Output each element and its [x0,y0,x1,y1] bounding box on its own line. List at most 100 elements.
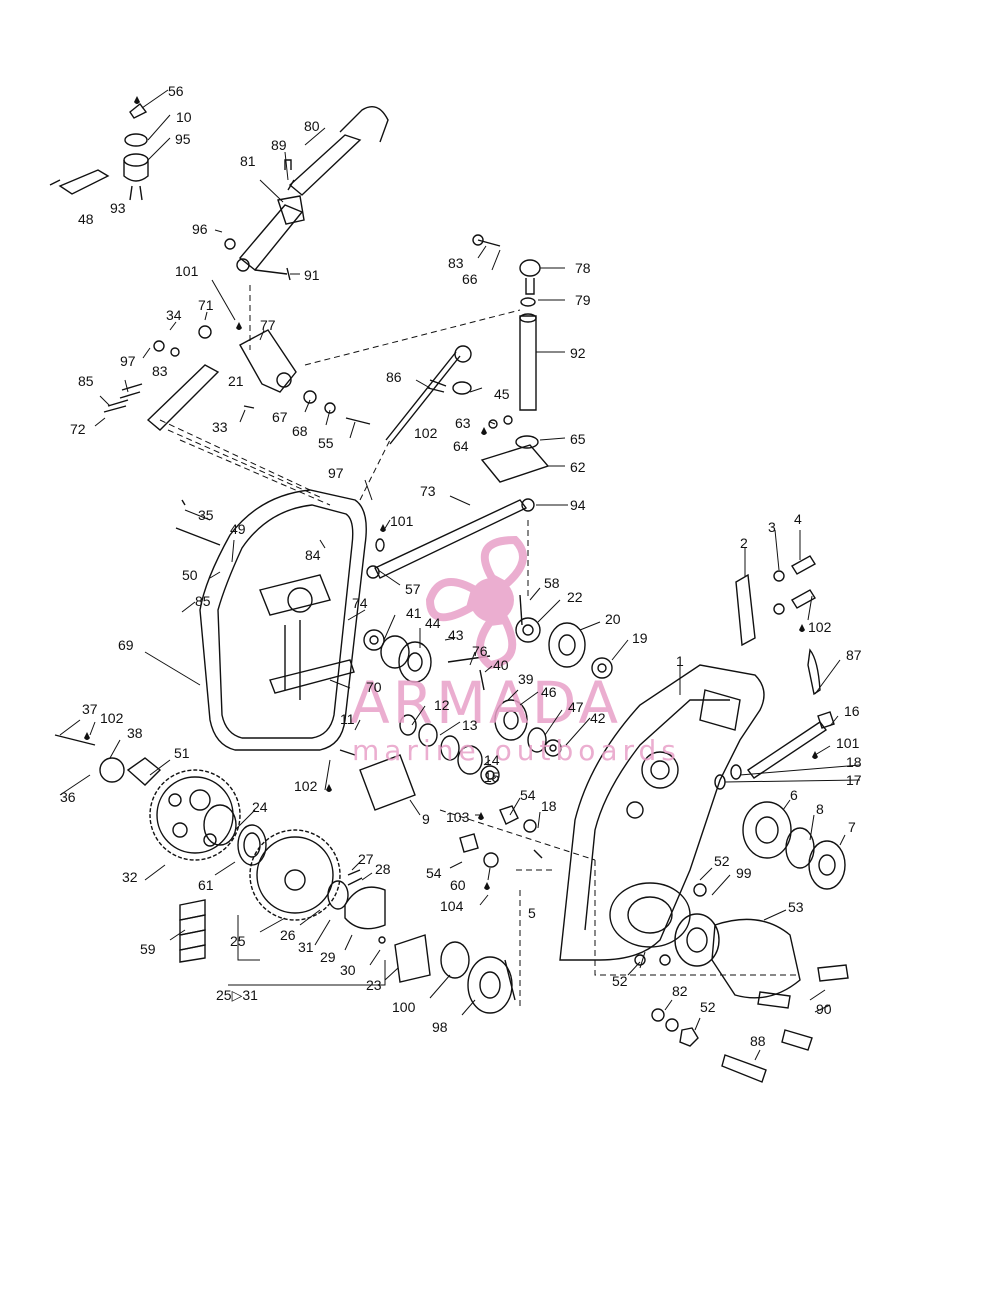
callout-80: 80 [304,118,320,134]
callout-29: 29 [320,949,336,965]
callout-97: 97 [328,465,344,481]
callout-numbers: 56 10 95 93 48 80 89 81 96 91 101 34 71 … [60,83,862,1049]
callout-38: 38 [127,725,143,741]
callout-49: 49 [230,521,246,537]
callout-5: 5 [528,905,536,921]
callout-31: 31 [298,939,314,955]
callout-34: 34 [166,307,182,323]
callout-96: 96 [192,221,208,237]
callout-89: 89 [271,137,287,153]
callout-6: 6 [790,787,798,803]
callout-76: 76 [472,643,488,659]
shift-rod [385,345,472,445]
callout-52: 52 [714,853,730,869]
callout-72: 72 [70,421,86,437]
grease-drop-icon [380,524,386,532]
callout-17: 17 [846,772,862,788]
callout-33: 33 [212,419,228,435]
callout-101: 101 [836,735,860,751]
callout-62: 62 [570,459,586,475]
callout-82: 82 [672,983,688,999]
callout-87: 87 [846,647,862,663]
callout-79: 79 [575,292,591,308]
callout-20: 20 [605,611,621,627]
leader-lines [59,89,861,1061]
grease-drop-icon [812,751,818,759]
callout-12: 12 [434,697,450,713]
callout-91: 91 [304,267,320,283]
callout-97: 97 [120,353,136,369]
callout-95: 95 [175,131,191,147]
callout-52: 52 [612,973,628,989]
group-bracket [228,915,386,986]
callout-53: 53 [788,899,804,915]
callout-22: 22 [567,589,583,605]
callout-54: 54 [426,865,442,881]
callout-30: 30 [340,962,356,978]
callout-86: 86 [386,369,402,385]
propeller-hub-icon [470,578,514,622]
callout-50: 50 [182,567,198,583]
callout-16: 16 [844,703,860,719]
callout-102: 102 [100,710,124,726]
callout-28: 28 [375,861,391,877]
callout-51: 51 [174,745,190,761]
callout-13: 13 [462,717,478,733]
callout-57: 57 [405,581,421,597]
callout-46: 46 [541,684,557,700]
callout-42: 42 [590,710,606,726]
callout-61: 61 [198,877,214,893]
callout-1: 1 [676,653,684,669]
callout-2: 2 [740,535,748,551]
bearing-group [394,934,516,1014]
callout-3: 3 [768,519,776,535]
small-fasteners [459,805,543,868]
block-2 [735,555,816,647]
lever-assembly [224,106,389,281]
callout-68: 68 [292,423,308,439]
callout-41: 41 [406,605,422,621]
callout-98: 98 [432,1019,448,1035]
callout-15: 15 [484,769,500,785]
callout-39: 39 [518,671,534,687]
callout-69: 69 [118,637,134,653]
callout-81: 81 [240,153,256,169]
callout-36: 36 [60,789,76,805]
bottom-bolts [651,964,849,1083]
grease-drop-icon [326,784,332,792]
side-cover [175,489,367,751]
callout-94: 94 [570,497,586,513]
callout-64: 64 [453,438,469,454]
callout-40: 40 [493,657,509,673]
callout-102: 102 [808,619,832,635]
callout-102: 102 [294,778,318,794]
drive-sprocket [54,734,267,866]
callout-26: 26 [280,927,296,943]
callout-83: 83 [448,255,464,271]
callout-18: 18 [846,754,862,770]
callout-83: 83 [152,363,168,379]
callout-63: 63 [455,415,471,431]
lubricant-markers [84,96,818,890]
callout-59: 59 [140,941,156,957]
gear-case [559,664,801,999]
watermark-tagline: marine outboards [352,734,681,767]
callout-56: 56 [168,83,184,99]
callout-58: 58 [544,575,560,591]
grease-drop-icon [481,427,487,435]
rod-73 [366,499,528,579]
callout-65: 65 [570,431,586,447]
callout-43: 43 [448,627,464,643]
callout-21: 21 [228,373,244,389]
gear-cluster [363,594,613,785]
callout-85: 85 [195,593,211,609]
callout-55: 55 [318,435,334,451]
callout-104: 104 [440,898,464,914]
callout-24: 24 [252,799,268,815]
callout-66: 66 [462,271,478,287]
watermark-brand: ARMADA [350,669,621,737]
callout-101: 101 [390,513,414,529]
callout-7: 7 [848,819,856,835]
callout-27: 27 [358,851,374,867]
grease-drop-icon [484,882,490,890]
